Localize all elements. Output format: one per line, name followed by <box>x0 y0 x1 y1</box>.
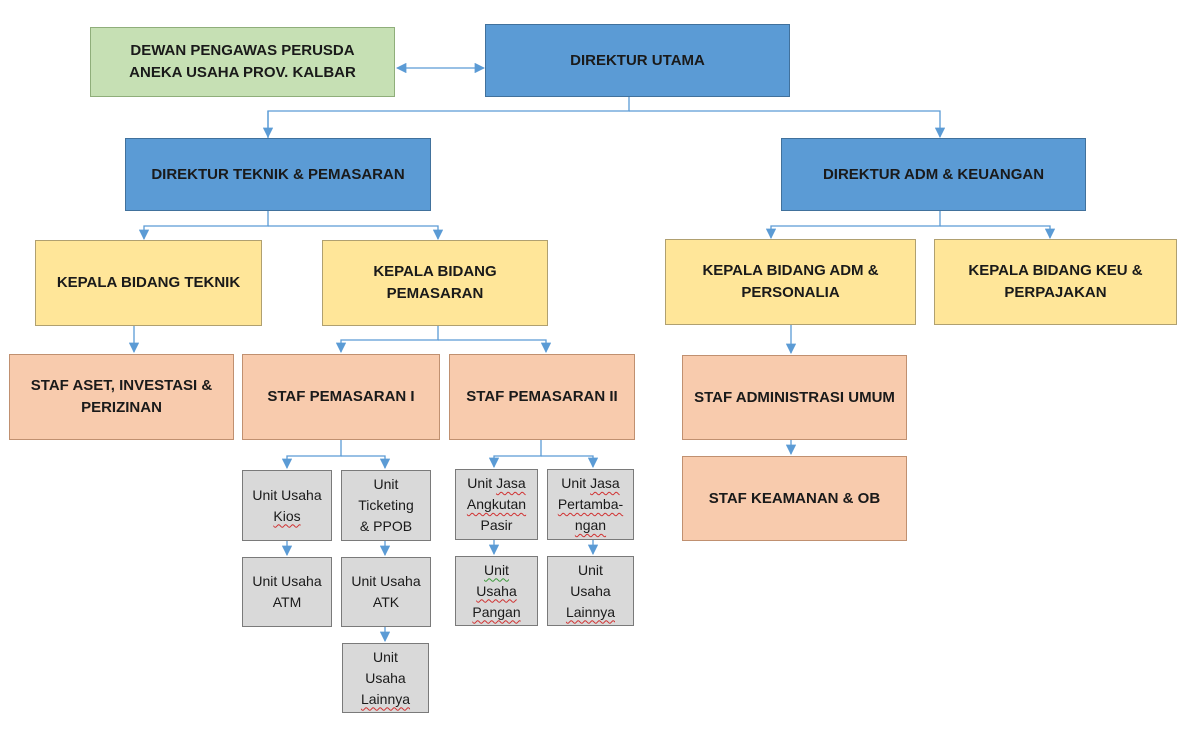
staf-pemasaran-1-label: STAF PEMASARAN I <box>267 388 415 405</box>
staf-aset-box: STAF ASET, INVESTASI & PERIZINAN <box>9 354 234 440</box>
kabid-adm-label: KEPALA BIDANG ADM & PERSONALIA <box>702 262 879 301</box>
direktur-adm-box: DIREKTUR ADM & KEUANGAN <box>781 138 1086 211</box>
staf-adm-umum-label: STAF ADMINISTRASI UMUM <box>694 388 895 406</box>
direktur-teknik-label: DIREKTUR TEKNIK & PEMASARAN <box>151 165 405 183</box>
unit-ticketing-box: Unit Ticketing & PPOB <box>341 470 431 541</box>
staf-pemasaran-1-box: STAF PEMASARAN I <box>242 354 440 440</box>
direktur-utama-box: DIREKTUR UTAMA <box>485 24 790 97</box>
dewan-pengawas-label: DEWAN PENGAWAS PERUSDA ANEKA USAHA PROV.… <box>129 42 356 81</box>
unit-usaha-atm-box: Unit Usaha ATM <box>242 557 332 627</box>
unit-usaha-atk-label: Unit Usaha ATK <box>351 573 421 610</box>
connector-adm-kabid <box>765 211 941 240</box>
unit-usaha-atm-label: Unit Usaha ATM <box>252 573 322 610</box>
connector-kabid-pemasaran-staf <box>335 326 439 354</box>
kabid-teknik-label: KEPALA BIDANG TEKNIK <box>56 274 241 291</box>
connector-teknik-kabid <box>138 211 269 241</box>
kabid-adm-box: KEPALA BIDANG ADM & PERSONALIA <box>665 239 916 325</box>
direktur-teknik-box: DIREKTUR TEKNIK & PEMASARAN <box>125 138 431 211</box>
kabid-pemasaran-box: KEPALA BIDANG PEMASARAN <box>322 240 548 326</box>
direktur-adm-label: DIREKTUR ADM & KEUANGAN <box>822 165 1045 183</box>
direktur-utama-label: DIREKTUR UTAMA <box>570 51 705 69</box>
kabid-pemasaran-label: KEPALA BIDANG PEMASARAN <box>373 263 497 302</box>
staf-aset-label: STAF ASET, INVESTASI & PERIZINAN <box>30 377 213 416</box>
dewan-pengawas-box: DEWAN PENGAWAS PERUSDA ANEKA USAHA PROV.… <box>90 27 395 97</box>
staf-adm-umum-box: STAF ADMINISTRASI UMUM <box>682 355 907 440</box>
kabid-teknik-box: KEPALA BIDANG TEKNIK <box>35 240 262 326</box>
connector-pemasaran2-units <box>488 440 542 469</box>
staf-keamanan-box: STAF KEAMANAN & OB <box>682 456 907 541</box>
staf-pemasaran-2-box: STAF PEMASARAN II <box>449 354 635 440</box>
unit-ticketing-label: Unit Ticketing & PPOB <box>358 476 414 534</box>
unit-usaha-atk-box: Unit Usaha ATK <box>341 557 431 627</box>
staf-pemasaran-2-label: STAF PEMASARAN II <box>466 388 618 405</box>
connector-utama-directors <box>267 97 630 138</box>
kabid-keu-label: KEPALA BIDANG KEU & PERPAJAKAN <box>968 262 1143 301</box>
kabid-keu-box: KEPALA BIDANG KEU & PERPAJAKAN <box>934 239 1177 325</box>
connector-pemasaran1-units <box>281 440 342 470</box>
staf-keamanan-label: STAF KEAMANAN & OB <box>708 489 881 507</box>
